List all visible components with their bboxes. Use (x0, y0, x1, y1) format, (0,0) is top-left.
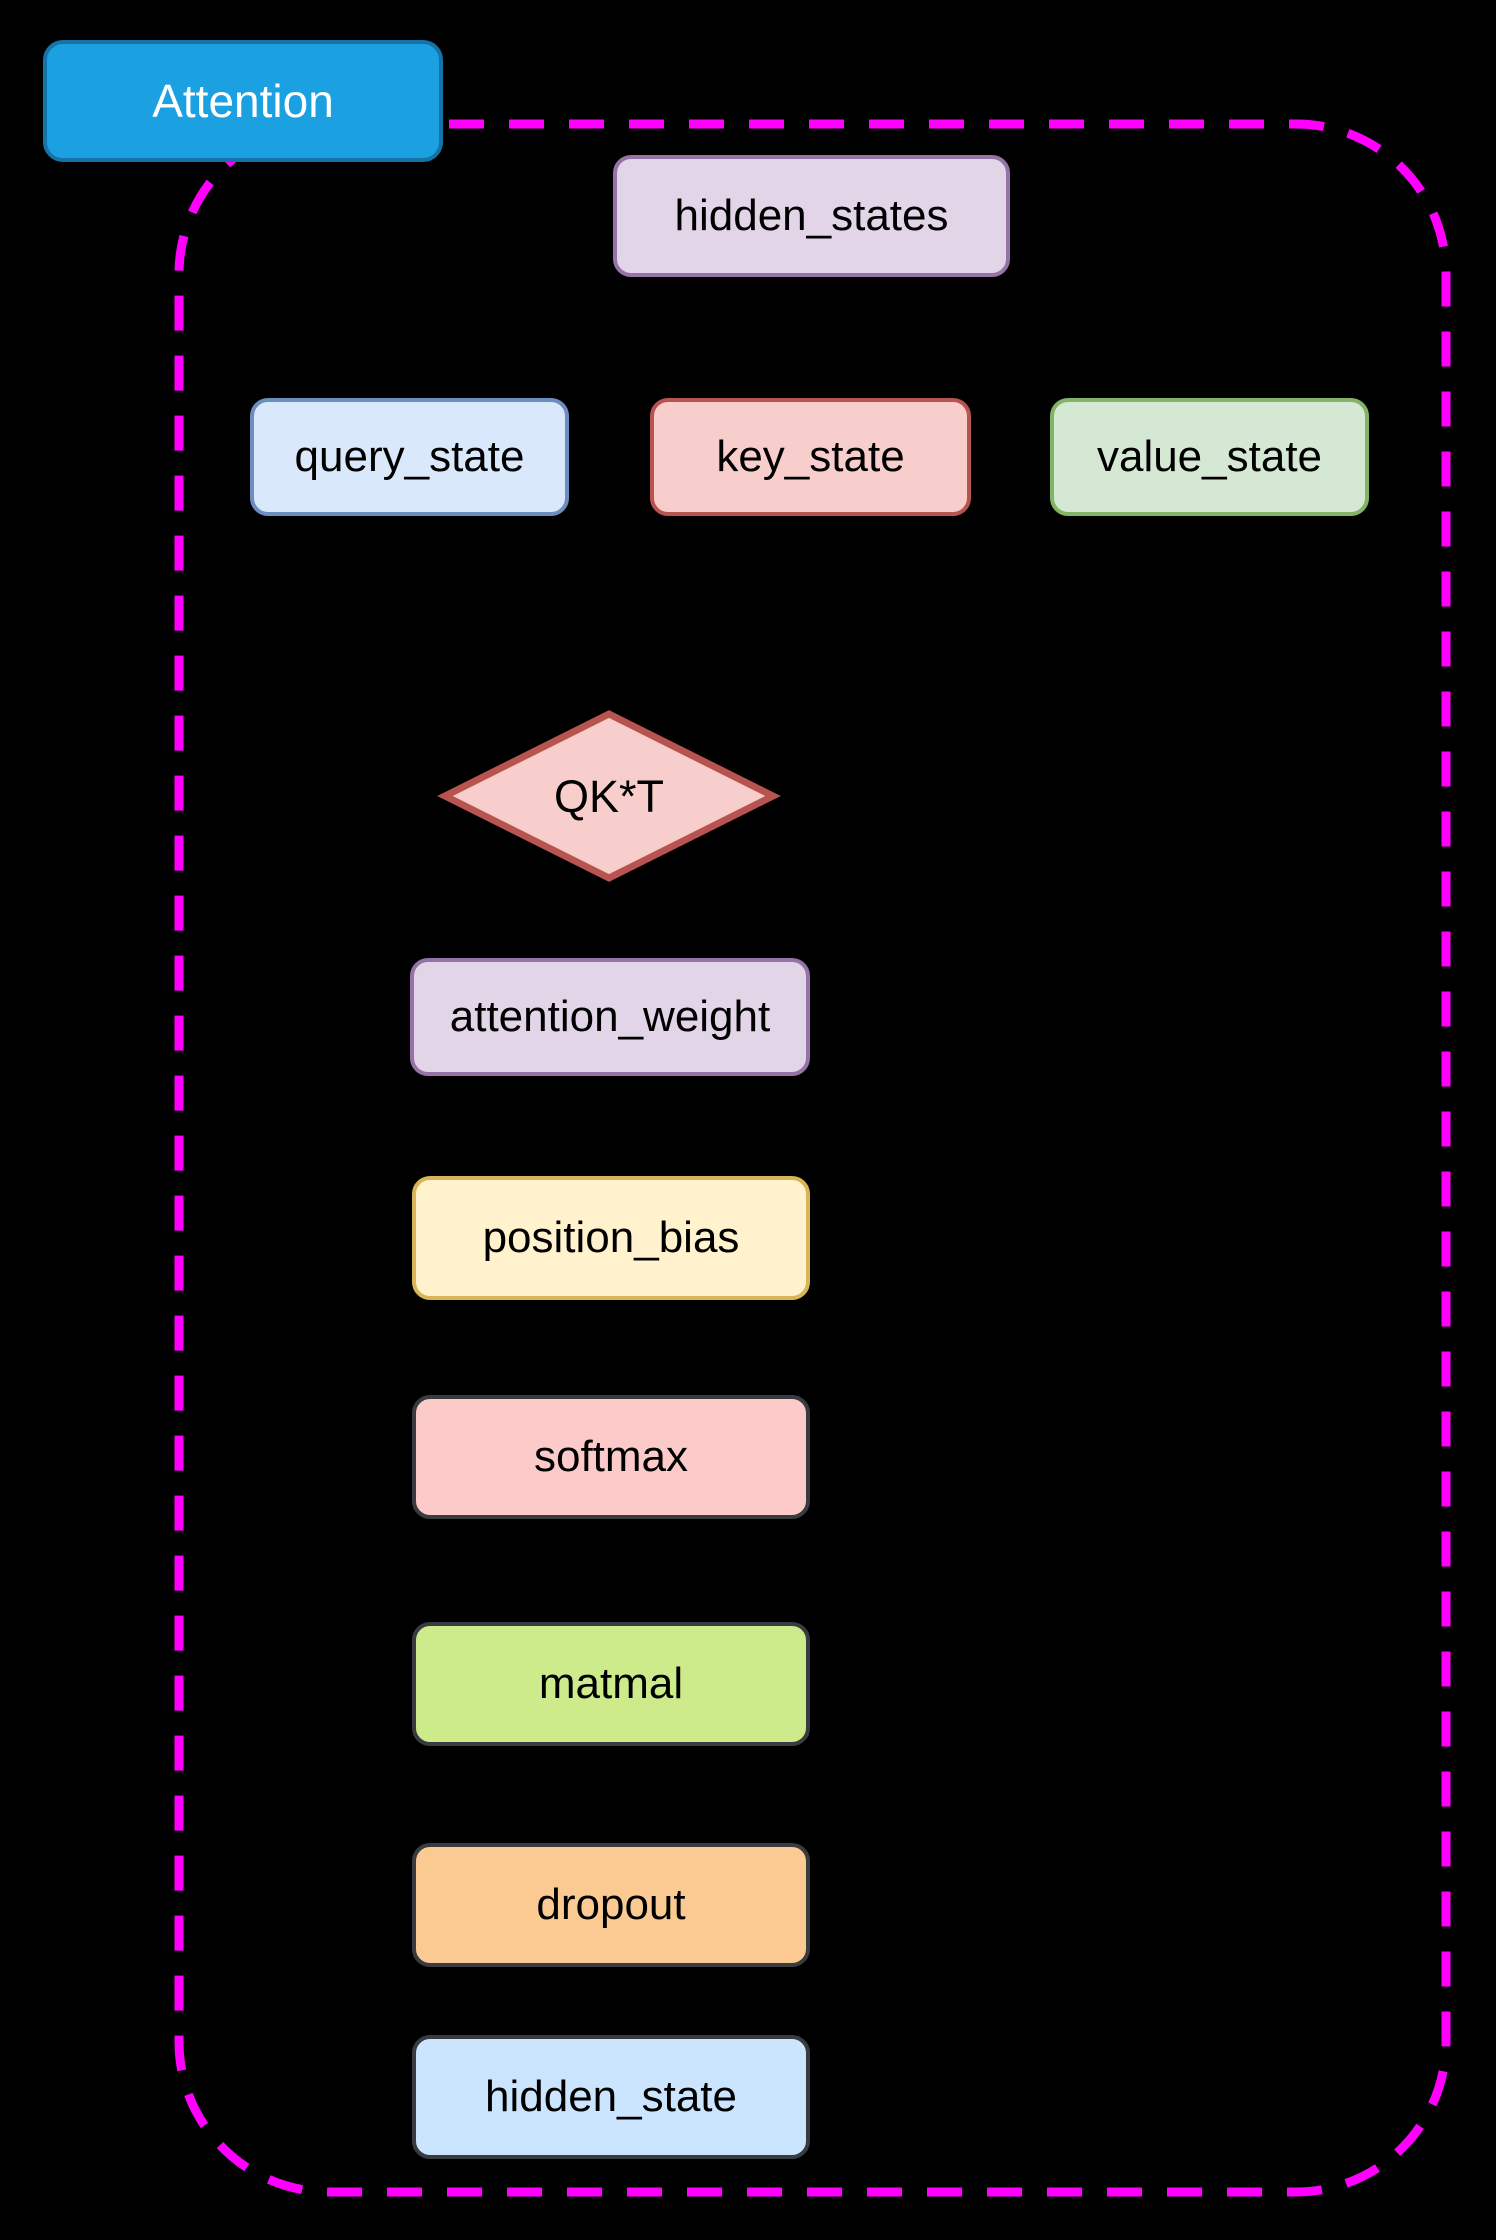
node-dropout-label: dropout (536, 1880, 686, 1929)
node-hidden-states-label: hidden_states (674, 191, 949, 240)
node-qkt-label: QK*T (553, 770, 665, 822)
attention-title-badge: Attention (43, 40, 443, 162)
node-hidden-state: hidden_state (412, 2035, 810, 2159)
node-position-bias: position_bias (412, 1176, 810, 1300)
node-hidden-state-label: hidden_state (485, 2072, 737, 2121)
node-value-state-label: value_state (1096, 432, 1323, 481)
node-attention-weight: attention_weight (410, 958, 810, 1076)
node-softmax-label: softmax (533, 1432, 689, 1481)
node-qkt: QK*T (445, 714, 773, 878)
node-query-state: query_state (250, 398, 569, 516)
node-dropout: dropout (412, 1843, 810, 1967)
node-position-bias-label: position_bias (482, 1213, 740, 1262)
node-value-state: value_state (1050, 398, 1369, 516)
attention-group-container (174, 119, 1451, 2197)
attention-title-label: Attention (152, 75, 334, 127)
node-attention-weight-label: attention_weight (449, 992, 771, 1041)
node-hidden-states: hidden_states (613, 155, 1010, 277)
qkt-diamond-shape (437, 710, 781, 882)
node-matmal-label: matmal (538, 1659, 684, 1708)
node-key-state-label: key_state (716, 432, 905, 481)
node-softmax: softmax (412, 1395, 810, 1519)
node-query-state-label: query_state (294, 432, 525, 481)
node-key-state: key_state (650, 398, 971, 516)
node-matmal: matmal (412, 1622, 810, 1746)
